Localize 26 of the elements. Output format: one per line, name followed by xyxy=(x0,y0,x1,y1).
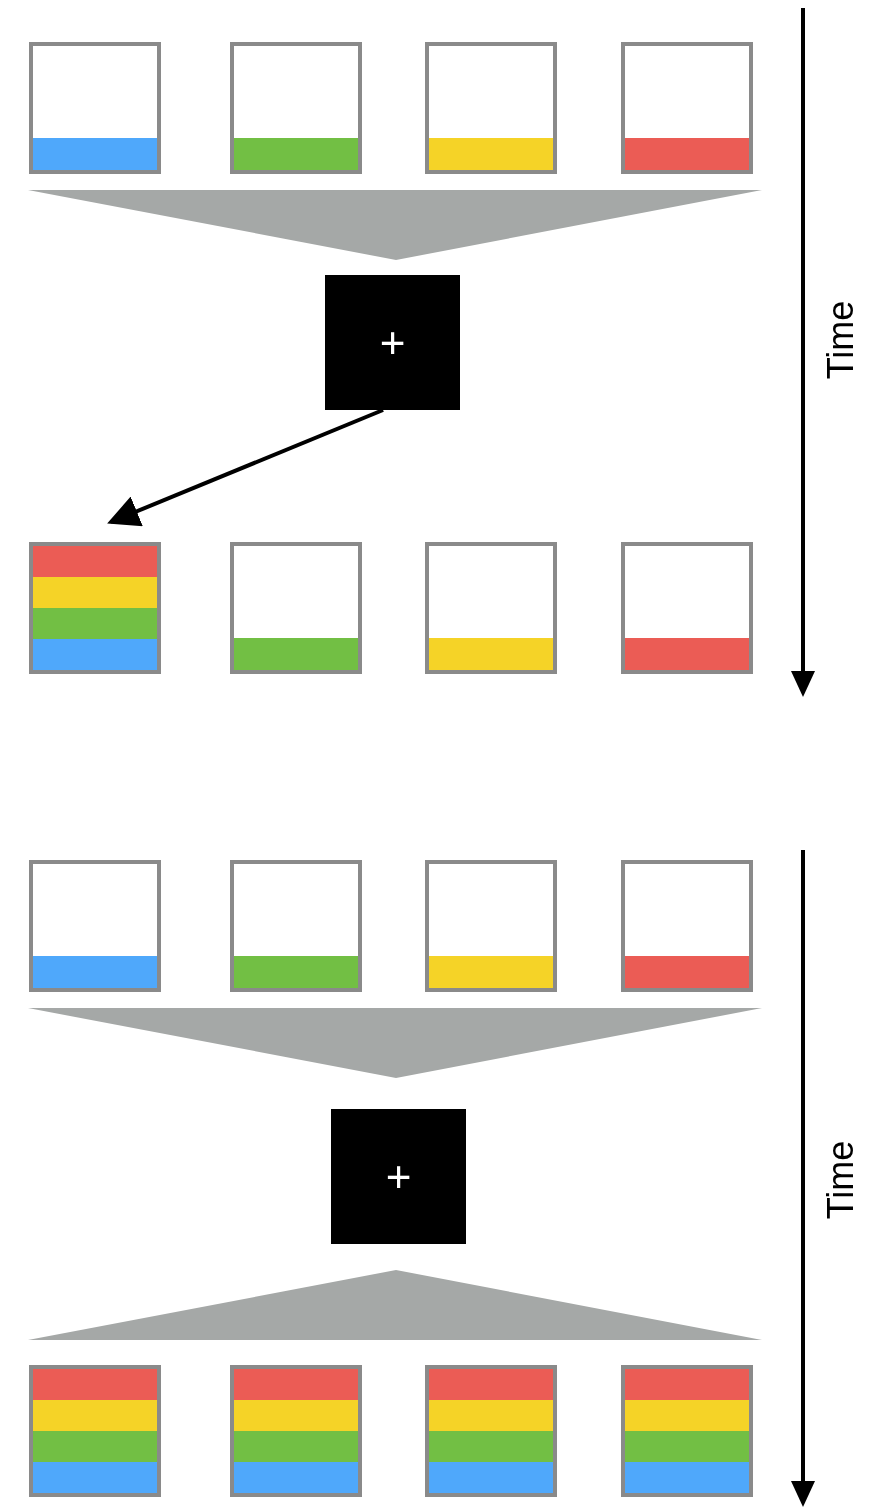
buffer-box xyxy=(425,42,557,174)
plus-sign: + xyxy=(385,1154,412,1199)
buffer-box xyxy=(425,542,557,674)
buffer-box xyxy=(425,860,557,992)
buffer-box xyxy=(230,1365,362,1497)
buffer-box xyxy=(621,542,753,674)
reduce-funnel xyxy=(28,1008,762,1078)
operator-box xyxy=(331,1109,466,1244)
reduce-funnel xyxy=(28,190,762,260)
plus-sign: + xyxy=(379,320,406,365)
time-label: Time xyxy=(823,1140,859,1220)
buffer-box xyxy=(621,1365,753,1497)
buffer-box xyxy=(29,860,161,992)
buffer-box xyxy=(230,860,362,992)
buffer-box xyxy=(230,42,362,174)
buffer-box xyxy=(621,860,753,992)
buffer-box xyxy=(621,42,753,174)
buffer-box xyxy=(29,542,161,674)
buffer-box xyxy=(29,42,161,174)
buffer-box xyxy=(29,1365,161,1497)
broadcast-funnel xyxy=(28,1270,762,1340)
buffer-box xyxy=(425,1365,557,1497)
operator-box xyxy=(325,275,460,410)
buffer-box xyxy=(230,542,362,674)
arrow xyxy=(107,408,384,527)
time-label: Time xyxy=(823,300,859,380)
